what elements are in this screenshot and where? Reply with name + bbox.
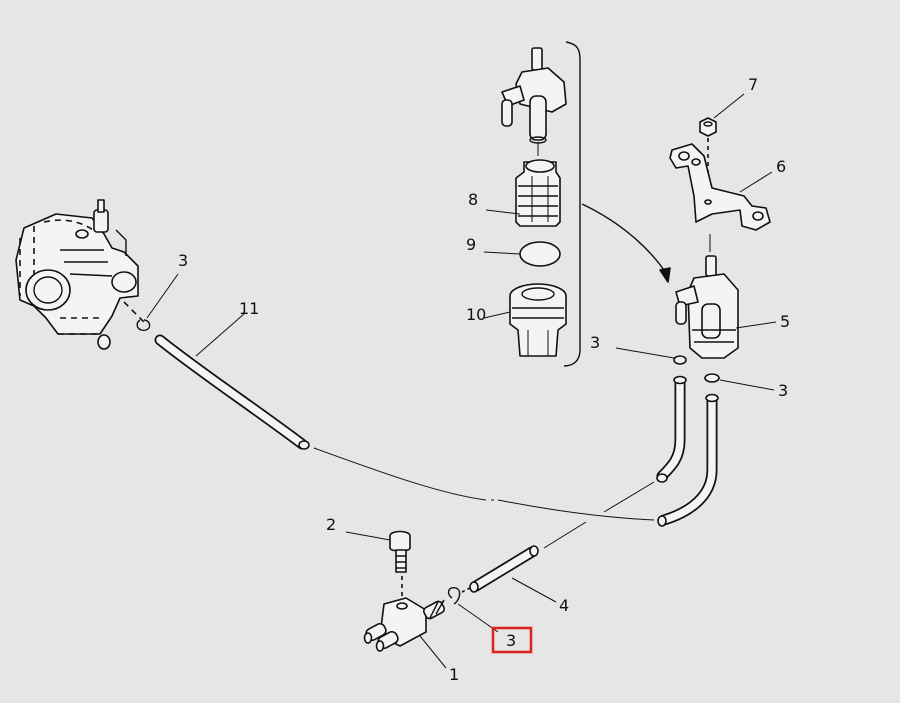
- callout-7: 7: [748, 75, 758, 94]
- callout-9: 9: [466, 235, 476, 254]
- callout-3-right: 3: [778, 381, 788, 400]
- bolt-2: [389, 530, 411, 573]
- hose-left-down: [656, 375, 687, 483]
- hose-clip-highlighted: [447, 586, 461, 605]
- hose-right-down: [657, 393, 719, 527]
- callout-6: 6: [776, 157, 786, 176]
- fuel-hose-11: [154, 334, 310, 450]
- highlight-box: [491, 626, 533, 654]
- fuel-cock-5: [675, 255, 739, 359]
- hose-clip-right: [704, 373, 720, 383]
- fuel-hose-4: [469, 545, 539, 593]
- hose-clip-carb: [136, 319, 151, 332]
- callout-1: 1: [449, 665, 459, 684]
- mounting-bracket-6: [669, 143, 771, 231]
- callout-5: 5: [780, 312, 790, 331]
- callout-11: 11: [239, 299, 259, 318]
- carburetor: [15, 199, 145, 350]
- joint-1: [363, 597, 446, 652]
- callout-10: 10: [466, 305, 486, 324]
- callout-4: 4: [559, 596, 569, 615]
- fuel-cock-exploded: [501, 47, 567, 357]
- callout-3-carb: 3: [178, 251, 188, 270]
- callout-2: 2: [326, 515, 336, 534]
- nut-7: [699, 117, 717, 137]
- callout-3-cock: 3: [590, 333, 600, 352]
- hose-clip-cock: [673, 355, 687, 365]
- callout-8: 8: [468, 190, 478, 209]
- callout-3-highlighted: 3: [506, 631, 516, 650]
